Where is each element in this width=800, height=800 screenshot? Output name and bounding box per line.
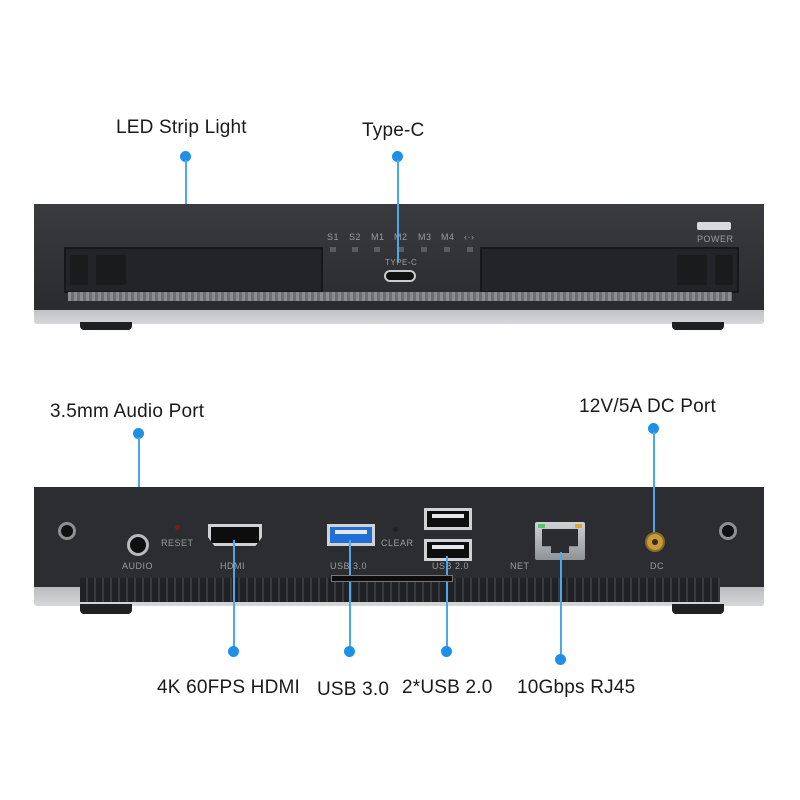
- clear-silkscreen: CLEAR: [381, 538, 414, 548]
- audio-callout-dot: [133, 428, 144, 439]
- indicator-label-m1: M1: [371, 232, 385, 242]
- type-c-callout-dot: [392, 151, 403, 162]
- type-c-port[interactable]: [384, 270, 416, 282]
- dc-callout-label: 12V/5A DC Port: [579, 396, 716, 417]
- audio-silkscreen: AUDIO: [122, 561, 154, 571]
- clear-pinhole[interactable]: [393, 527, 398, 532]
- led-strip-light: [68, 292, 732, 301]
- net-silkscreen: NET: [510, 561, 530, 571]
- audio-jack[interactable]: [127, 534, 149, 556]
- hdmi-callout-line: [233, 540, 235, 648]
- usb3-callout-line: [349, 540, 351, 648]
- usb3-callout-label: USB 3.0: [317, 679, 390, 700]
- dc-callout-dot: [648, 423, 659, 434]
- usb2-callout-line: [446, 556, 448, 648]
- indicator-label-m4: M4: [441, 232, 455, 242]
- indicator-led-m2: [398, 247, 404, 252]
- drive-bay-right[interactable]: [480, 247, 739, 293]
- usb3-callout-dot: [344, 646, 355, 657]
- usb2-callout-dot: [441, 646, 452, 657]
- usb-2-port-top[interactable]: [424, 508, 472, 530]
- power-silkscreen: POWER: [697, 234, 734, 244]
- rear-foot-right: [672, 604, 724, 614]
- usb-2-silkscreen: USB 2.0: [432, 561, 470, 571]
- front-foot-right: [672, 322, 724, 330]
- reset-pinhole[interactable]: [175, 525, 180, 530]
- front-foot-left: [80, 322, 132, 330]
- usb-3-port[interactable]: [327, 524, 375, 546]
- indicator-led-s1: [330, 247, 336, 252]
- indicator-led-m1: [374, 247, 380, 252]
- reset-silkscreen: RESET: [161, 538, 194, 548]
- dc-silkscreen: DC: [650, 561, 664, 571]
- indicator-led-m3: [421, 247, 427, 252]
- screw-left: [58, 522, 76, 540]
- usb-3-silkscreen: USB 3.0: [330, 561, 368, 571]
- usb-2-port-bottom[interactable]: [424, 539, 472, 561]
- indicator-led-m4: [444, 247, 450, 252]
- drive-bay-left[interactable]: [64, 247, 323, 293]
- type-c-callout-label: Type-C: [362, 120, 425, 141]
- hdmi-port[interactable]: [208, 524, 262, 546]
- indicator-led-net: [467, 247, 473, 252]
- hdmi-callout-label: 4K 60FPS HDMI: [157, 677, 301, 698]
- indicator-led-s2: [352, 247, 358, 252]
- indicator-label-s1: S1: [327, 232, 340, 242]
- rear-foot-left: [80, 604, 132, 614]
- audio-callout-label: 3.5mm Audio Port: [50, 401, 205, 422]
- usb2-callout-label: 2*USB 2.0: [402, 677, 493, 698]
- dc-power-jack[interactable]: [645, 532, 665, 552]
- led-strip-callout-dot: [180, 151, 191, 162]
- rear-cooling-fins: [80, 578, 720, 602]
- dc-callout-line: [653, 432, 655, 538]
- rear-chassis: [34, 487, 764, 587]
- rj45-callout-label: 10Gbps RJ45: [517, 677, 636, 698]
- hdmi-silkscreen: HDMI: [220, 561, 245, 571]
- led-strip-callout-label: LED Strip Light: [116, 117, 247, 138]
- rj45-callout-line: [560, 552, 562, 658]
- power-button[interactable]: [697, 222, 731, 230]
- type-c-silkscreen: TYPE-C: [385, 258, 418, 267]
- type-c-callout-line: [397, 160, 399, 262]
- sd-card-slot[interactable]: [331, 575, 453, 582]
- indicator-label-m3: M3: [418, 232, 432, 242]
- rj45-callout-dot: [555, 654, 566, 665]
- indicator-label-net: ‹·›: [464, 232, 475, 242]
- indicator-label-s2: S2: [349, 232, 362, 242]
- hdmi-callout-dot: [228, 646, 239, 657]
- screw-right: [719, 522, 737, 540]
- indicator-label-m2: M2: [394, 232, 408, 242]
